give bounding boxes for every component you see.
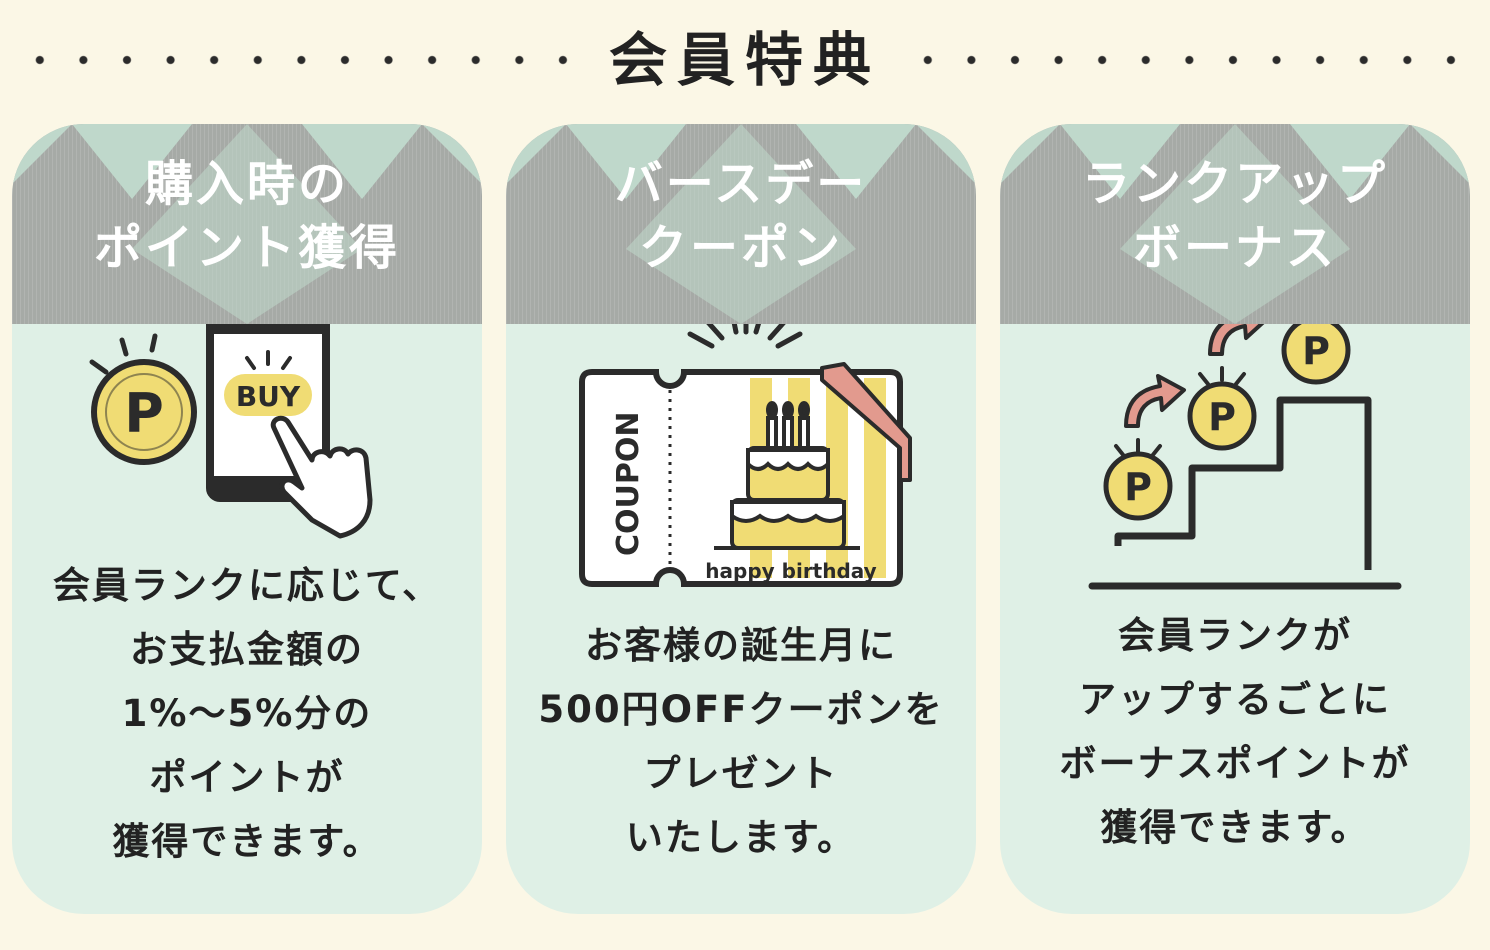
card-header: バースデー クーポン [506,124,976,324]
dotted-divider-right [906,20,1472,100]
diamond-pattern [506,124,976,324]
card-header: 購入時の ポイント獲得 [12,124,482,324]
rank-up-stairs-illustration: P P P [1088,324,1402,590]
svg-text:COUPON: COUPON [611,412,646,556]
benefit-card-rank-up-bonus: ランクアップ ボーナス P P P [1000,124,1470,914]
svg-text:P: P [124,382,164,445]
point-coin-icon: P [1281,324,1351,385]
smartphone-buy-illustration: P BUY [89,324,373,539]
diamond-pattern [12,124,482,324]
svg-text:BUY: BUY [236,380,301,413]
stairs-icon [1114,396,1372,570]
svg-text:P: P [1208,395,1236,439]
card-header: ランクアップ ボーナス [1000,124,1470,324]
card-title: 購入時の ポイント獲得 [93,156,400,276]
section-heading: 会員特典 [0,20,1490,100]
point-coin-icon: P [1187,366,1257,451]
pointing-hand-icon [270,415,373,539]
benefit-card-birthday-coupon: バースデー クーポン COUPON [506,124,976,914]
ribbon-icon [820,362,912,482]
svg-text:P: P [1124,465,1152,509]
birthday-coupon-illustration: COUPON happy birthday [579,324,912,587]
birthday-cake-icon [714,401,860,550]
svg-text:happy birthday: happy birthday [705,559,876,583]
point-coin-icon: P [1103,438,1173,521]
page-title: 会員特典 [608,26,881,94]
sparkle-icon [687,324,803,349]
diamond-pattern [1000,124,1470,324]
card-title: ランクアップ ボーナス [1081,156,1388,276]
sparkle-icon [89,333,158,375]
buy-button-icon: BUY [224,374,312,416]
up-arrow-icon [1124,374,1186,428]
sparkle-icon [245,350,292,370]
svg-text:P: P [1302,329,1330,373]
benefit-card-purchase-points: 購入時の ポイント獲得 P BUY [12,124,482,914]
dotted-divider-left [18,20,584,100]
point-coin-icon: P [91,359,197,465]
up-arrow-icon [1208,324,1265,356]
card-description: 会員ランクが アップするごとに ボーナスポイントが 獲得できます。 [1059,614,1411,849]
card-description: お客様の誕生月に 500円OFFクーポンを プレゼント いたします。 [538,624,944,859]
card-title: バースデー クーポン [614,156,868,276]
card-description: 会員ランクに応じて、 お支払金額の 1%～5%分の ポイントが 獲得できます。 [52,564,442,863]
